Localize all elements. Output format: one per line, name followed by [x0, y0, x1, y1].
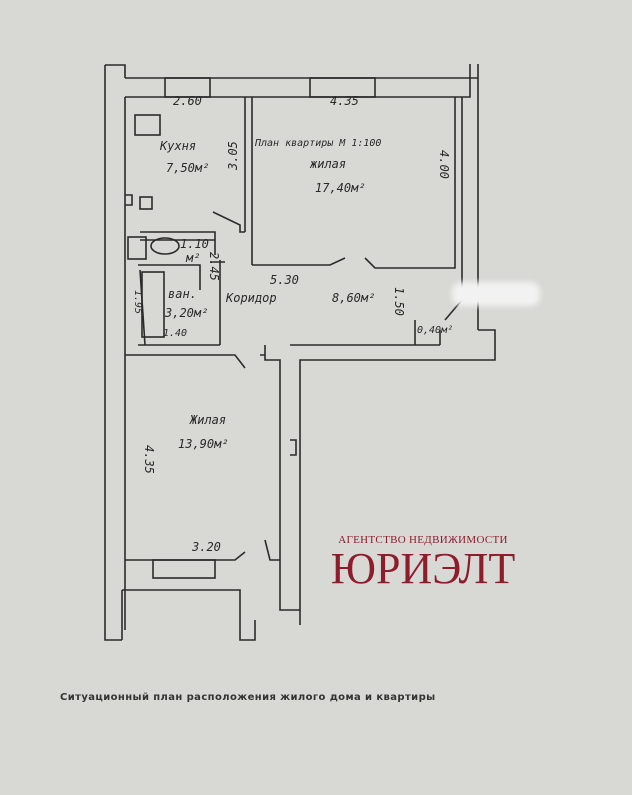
bath-depth: 1.95	[132, 290, 143, 314]
kitchen-depth: 3.05	[226, 141, 240, 171]
redaction-blur	[452, 282, 540, 306]
watermark-subtitle: АГЕНТСТВО НЕДВИЖИМОСТИ	[338, 534, 508, 546]
living-big-depth: 4.00	[437, 150, 451, 179]
living-big-area: 17,40м²	[315, 181, 366, 195]
walls	[104, 64, 496, 641]
watermark-logo: ЮРИЭЛТ	[330, 544, 516, 593]
living-small-area: 13,90м²	[178, 437, 229, 451]
bath-width: 1.40	[163, 328, 187, 339]
corridor-label: Коридор	[225, 291, 277, 305]
bath-area: 3,20м²	[164, 306, 208, 320]
living-big-width: 4.35	[330, 94, 359, 108]
closet-area: 0,40м²	[417, 325, 453, 336]
toilet-depth: 2.45	[207, 252, 221, 281]
corridor-length: 5.30	[270, 273, 299, 287]
toilet-unit: м²	[185, 251, 200, 265]
living-small-depth: 4.35	[142, 445, 156, 474]
caption: Ситуационный план расположения жилого до…	[60, 692, 436, 703]
plan-title: План квартиры М 1:100	[254, 138, 381, 149]
toilet-area: 1.10	[180, 237, 209, 251]
living-small-label: Жилая	[189, 413, 226, 427]
kitchen-area: 7,50м²	[166, 161, 209, 175]
living-small-width: 3.20	[191, 540, 221, 554]
living-big-label: жилая	[309, 157, 346, 171]
plan-labels: 2.60 4.35 Кухня 7,50м² 3.05 План квартир…	[132, 94, 453, 554]
corridor-area: 8,60м²	[332, 291, 375, 305]
bath-label: ван.	[168, 287, 197, 301]
kitchen-label: Кухня	[159, 139, 196, 153]
corridor-width: 1.50	[392, 287, 406, 316]
kitchen-width: 2.60	[173, 94, 202, 108]
